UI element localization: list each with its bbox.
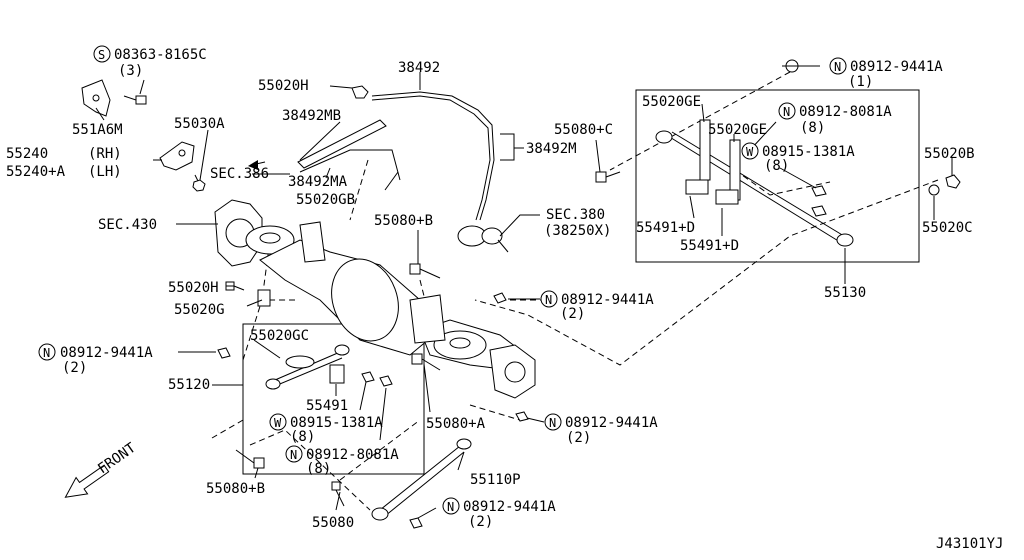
callout-08915-1381A-bottom: W 08915-1381A (8) [269,413,383,445]
leader-lines [95,65,953,519]
quantity: (3) [118,63,143,79]
quantity: (2) [560,306,585,322]
quantity: (2) [468,514,493,530]
label-38492MB: 38492MB [282,108,341,124]
upper-link-group-box [635,89,920,263]
label-55080C: 55080+C [554,122,613,138]
lower-link-group-box [242,323,425,475]
label-sec380: SEC.380 [546,207,605,223]
bolt-55080C [595,171,621,183]
part-number: 08363-8165C [114,47,207,63]
part-number: 08912-8081A [799,104,892,120]
callout-08912-9441A-mid: N 08912-9441A (2) [540,290,654,322]
label-38492: 38492 [398,60,440,76]
label-55020GE-2: 55020GE [708,122,767,138]
label-55240: 55240 [6,146,48,162]
callout-08912-9441A-left: N 08912-9441A (2) [38,343,153,376]
label-55020G: 55020G [174,302,225,318]
callout-08912-9441A-top: N 08912-9441A (1) [829,57,943,90]
quantity: (8) [290,429,315,445]
quantity: (2) [566,430,591,446]
label-55020C: 55020C [922,220,973,236]
part-number: 08915-1381A [290,415,383,431]
nut-upper-right [785,59,961,196]
label-55020B: 55020B [924,146,975,162]
callout-08912-9441A-right-lower: N 08912-9441A (2) [544,413,658,446]
callout-prefix: N [545,293,552,307]
label-55080B-bottom: 55080+B [206,481,265,497]
label-38492MA: 38492MA [288,174,348,190]
callout-prefix: N [290,448,297,462]
part-number: 08912-9441A [561,292,654,308]
upper-link-55130 [655,119,854,247]
part-number: 08912-9441A [565,415,658,431]
callout-08363-8165C: S 08363-8165C (3) [93,45,207,79]
callout-prefix: N [447,500,454,514]
label-38492M: 38492M [526,141,577,157]
brake-hose-38492MB [297,119,387,169]
label-55491: 55491 [306,398,348,414]
callout-prefix: W [274,416,282,430]
quantity: (1) [848,74,873,90]
callout-prefix: W [746,145,754,159]
label-55491D-1: 55491+D [636,220,695,236]
label-55020GB: 55020GB [296,192,355,208]
arrow-sec386 [248,160,266,170]
brake-tube-38492 [351,85,495,221]
quantity: (2) [62,360,87,376]
quantity: (8) [764,158,789,174]
callout-prefix: N [783,105,790,119]
label-55080B-top: 55080+B [374,213,433,229]
label-55020GC: 55020GC [250,328,309,344]
label-55020H-mid: 55020H [168,280,219,296]
part-number: 08915-1381A [762,144,855,160]
label-sec380-sub: (38250X) [544,223,611,239]
label-55240-rh: (RH) [88,146,122,162]
label-55020GE-1: 55020GE [642,94,701,110]
callout-prefix: N [834,60,841,74]
label-55030A: 55030A [174,116,225,132]
part-number: 08912-8081A [306,447,399,463]
part-number: 08912-9441A [850,59,943,75]
label-55080: 55080 [312,515,354,531]
front-label: FRONT [95,440,139,478]
nut-55030A [192,179,206,192]
callout-08912-8081A-bottom: N 08912-8081A (8) [285,445,399,477]
lower-link-55120 [265,344,393,390]
proportioning-valve-38250X [457,225,509,253]
quantity: (8) [800,120,825,136]
label-55491D-2: 55491+D [680,238,739,254]
part-number: 08912-9441A [463,499,556,515]
callout-08912-8081A-top: N 08912-8081A (8) [778,102,892,136]
label-55240A-lh: (LH) [88,164,122,180]
callout-prefix: N [43,346,50,360]
lower-link-55110P [371,438,472,521]
label-sec430: SEC.430 [98,217,157,233]
callout-prefix: S [98,48,105,62]
callout-prefix: N [549,416,556,430]
axle-housing [214,199,536,399]
label-55130: 55130 [824,285,866,301]
callout-08915-1381A-top: W 08915-1381A (8) [741,142,855,174]
front-direction-arrow [64,464,110,498]
diagram-id: J43101YJ [936,536,1003,552]
callout-08912-9441A-bottom: N 08912-9441A (2) [442,497,556,530]
label-55110P: 55110P [470,472,521,488]
bracket-551A6M [81,79,111,117]
label-55080A: 55080+A [426,416,486,432]
label-55020H-top: 55020H [258,78,309,94]
quantity: (8) [306,461,331,477]
part-number: 08912-9441A [60,345,153,361]
label-55240A: 55240+A [6,164,66,180]
bolt-08363 [123,95,147,105]
bracket-55240 [159,141,195,171]
label-551A6M: 551A6M [72,122,123,138]
label-55120: 55120 [168,377,210,393]
brake-tube-38492MA [299,149,401,181]
label-sec386: SEC.386 [210,166,269,182]
